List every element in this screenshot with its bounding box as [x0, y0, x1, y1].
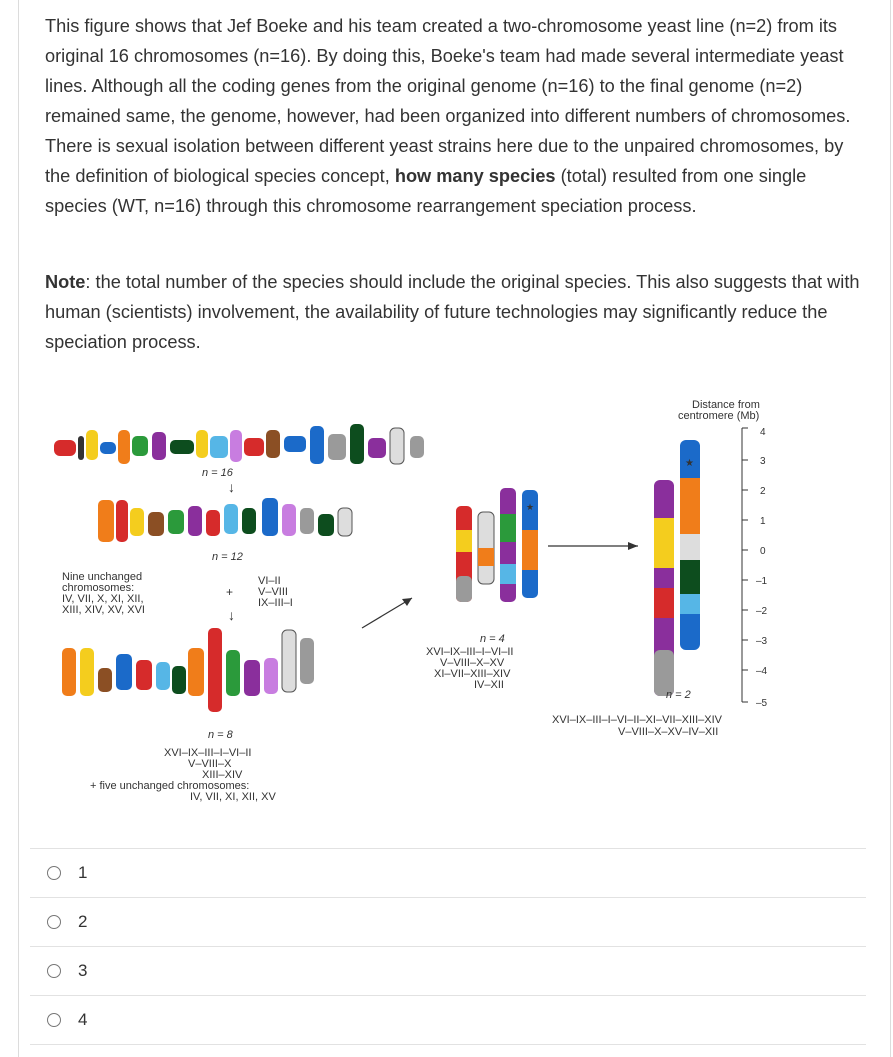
star-icon-n2: ★ [685, 458, 694, 469]
chromosome-figure: n = 16 ↓ n = 12 Nine unchanged chromosom… [40, 380, 840, 820]
chromosome-figure-svg: n = 16 ↓ n = 12 Nine unchanged chromosom… [54, 399, 768, 803]
nine-unchanged-line-4: XIII, XIV, XV, XVI [62, 604, 145, 616]
fusion-12-line-3: IX–III–I [258, 597, 293, 609]
option-2[interactable]: 2 [30, 897, 866, 946]
row-n2-chromosomes: ★ [654, 440, 700, 696]
fusion-2-line-1: XVI–IX–III–I–VI–II–XI–VII–XIII–XIV [552, 714, 723, 726]
question-text: This figure shows that Jef Boeke and his… [45, 11, 865, 221]
fusion-4-line-4: IV–XII [474, 679, 504, 691]
row-n8-chromosomes [62, 628, 314, 712]
scale-tick-neg1: –1 [756, 576, 768, 587]
question-card [18, 0, 891, 1057]
scale-tick-1: 1 [760, 516, 766, 527]
scale-title-line-1: Distance from [692, 399, 760, 411]
scale-tick-neg3: –3 [756, 636, 768, 647]
radio-icon[interactable] [47, 964, 61, 978]
scale-tick-4: 4 [760, 427, 766, 438]
label-n4: n = 4 [480, 633, 505, 645]
row-n16-chromosomes [54, 424, 424, 465]
fusion-8-line-3: XIII–XIV [202, 769, 243, 781]
fusion-12-line-1: VI–II [258, 575, 281, 587]
fusion-4-line-2: V–VIII–X–XV [440, 657, 505, 669]
label-n8: n = 8 [208, 729, 234, 741]
plus-sign: + [226, 585, 233, 599]
question-rest: (total) resulted from one single species… [45, 166, 807, 216]
scale-tick-neg2: –2 [756, 606, 768, 617]
arrow-down-n12-icon: ↓ [228, 607, 235, 623]
row-n12-chromosomes [98, 498, 353, 542]
nine-unchanged-line-1: Nine unchanged [62, 571, 142, 583]
five-unchanged-line-1: + five unchanged chromosomes: [90, 780, 249, 792]
note-body: : the total number of the species should… [45, 272, 860, 352]
label-n2: n = 2 [666, 689, 691, 701]
five-unchanged-line-2: IV, VII, XI, XII, XV [190, 791, 276, 803]
scale-tick-neg4: –4 [756, 666, 768, 677]
fusion-12-line-2: V–VIII [258, 586, 288, 598]
option-1[interactable]: 1 [30, 848, 866, 897]
fusion-4-line-1: XVI–IX–III–I–VI–II [426, 646, 513, 658]
nine-unchanged-label: Nine unchanged chromosomes: IV, VII, X, … [62, 571, 145, 616]
radio-icon[interactable] [47, 866, 61, 880]
option-3[interactable]: 3 [30, 946, 866, 995]
distance-scale [741, 427, 748, 703]
note-label: Note [45, 272, 86, 292]
fusion-8-line-1: XVI–IX–III–I–VI–II [164, 747, 251, 759]
nine-unchanged-line-3: IV, VII, X, XI, XII, [62, 593, 144, 605]
note-text: Note: the total number of the species sh… [45, 267, 865, 357]
radio-icon[interactable] [47, 915, 61, 929]
option-label: 1 [78, 863, 88, 882]
label-n16: n = 16 [202, 467, 234, 479]
option-4[interactable]: 4 [30, 995, 866, 1044]
arrow-to-n4-icon [361, 597, 413, 629]
option-label: 3 [78, 961, 88, 980]
radio-icon[interactable] [47, 1013, 61, 1027]
scale-title-line-2: centromere (Mb) [678, 410, 759, 422]
scale-tick-2: 2 [760, 486, 766, 497]
star-icon-n4: ★ [526, 502, 534, 512]
options-divider [30, 1044, 866, 1045]
label-n12: n = 12 [212, 551, 243, 563]
question-intro: This figure shows that Jef Boeke and his… [45, 16, 851, 186]
fusion-2-line-2: V–VIII–X–XV–IV–XII [618, 726, 718, 738]
fusion-8-line-2: V–VIII–X [188, 758, 232, 770]
scale-tick-3: 3 [760, 456, 766, 467]
answer-options: 1 2 3 4 [30, 848, 866, 1045]
fusion-4-line-3: XI–VII–XIII–XIV [434, 668, 511, 680]
scale-tick-0: 0 [760, 546, 766, 557]
option-label: 2 [78, 912, 88, 931]
nine-unchanged-line-2: chromosomes: [62, 582, 134, 594]
option-label: 4 [78, 1010, 88, 1029]
question-emphasis: how many species [394, 166, 556, 186]
arrow-down-n16-icon: ↓ [228, 479, 235, 495]
scale-tick-neg5: –5 [756, 698, 768, 709]
row-n4-chromosomes: ★ [456, 488, 538, 602]
